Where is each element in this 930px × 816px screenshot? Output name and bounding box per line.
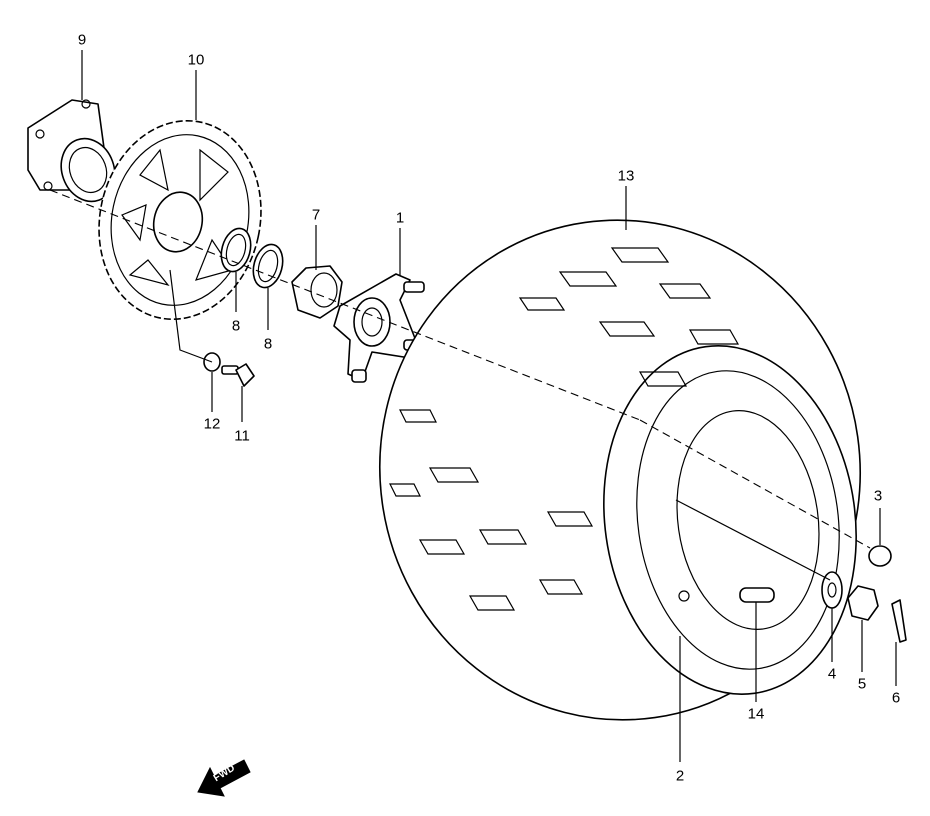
- castle-nut-part: [847, 585, 879, 621]
- callout-8a: 8: [231, 317, 241, 335]
- valve-part: [678, 587, 775, 603]
- callout-3: 3: [873, 487, 883, 505]
- hub-nut-part: [291, 265, 343, 319]
- o-ring-part-a: [220, 227, 252, 273]
- callout-1: 1: [395, 209, 405, 227]
- fwd-arrow-icon: [197, 759, 251, 797]
- callout-2: 2: [675, 767, 685, 785]
- callout-12: 12: [203, 415, 221, 433]
- callout-6: 6: [891, 689, 901, 707]
- callout-8b: 8: [263, 335, 273, 353]
- callout-13: 13: [617, 167, 635, 185]
- tire-part: [379, 219, 861, 721]
- callout-10: 10: [187, 51, 205, 69]
- callout-7: 7: [311, 206, 321, 224]
- callout-9: 9: [77, 31, 87, 49]
- bolt-part: [221, 363, 255, 387]
- sprocket-part: [98, 119, 262, 321]
- leader-lines: [81, 50, 897, 762]
- bushing-part: [868, 545, 892, 567]
- sprocket-hub-part: [27, 99, 116, 203]
- callout-11: 11: [234, 427, 250, 445]
- o-ring-part-b: [252, 243, 284, 289]
- wheel-hub-part: [333, 273, 425, 383]
- callout-5: 5: [857, 675, 867, 693]
- callout-14: 14: [747, 705, 765, 723]
- callout-4: 4: [827, 665, 837, 683]
- cotter-pin-part: [891, 599, 907, 643]
